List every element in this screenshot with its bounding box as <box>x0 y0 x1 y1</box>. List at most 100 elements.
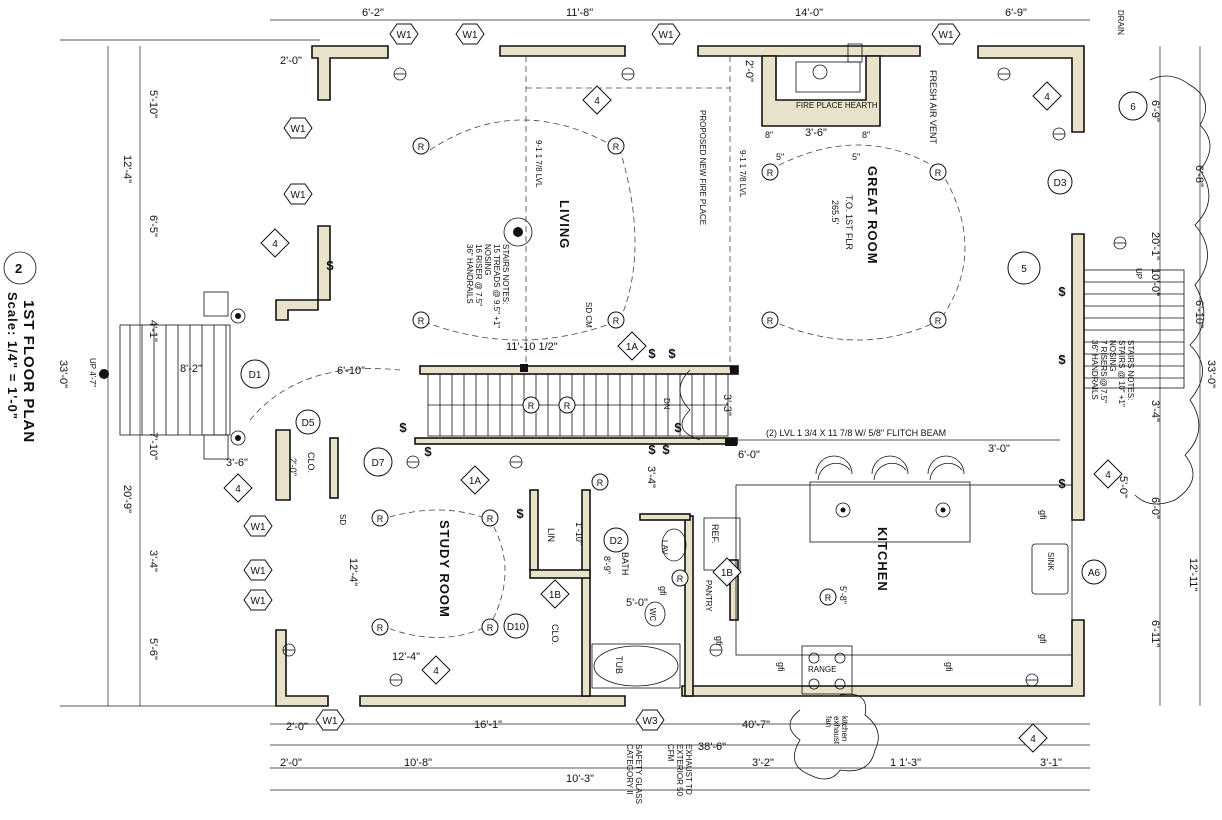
dim-bottom-16-1: 16'-1" <box>474 719 502 731</box>
dim-inner: 8'-9" <box>602 556 612 574</box>
switch: $ <box>424 444 432 459</box>
gfi-label: gfi <box>944 662 954 672</box>
window-tag-label: W1 <box>323 716 338 727</box>
gfi-label: gfi <box>714 636 724 646</box>
exterior-light <box>230 308 246 324</box>
window-tag-label: W3 <box>643 716 658 727</box>
switch: $ <box>662 442 670 457</box>
switch: $ <box>516 506 524 521</box>
partition-bath-left <box>581 489 591 697</box>
wall-top-left <box>311 45 389 101</box>
dim-top-3: 14'-0" <box>795 7 823 19</box>
kitchen-island <box>735 455 1073 656</box>
entry-stair <box>119 291 231 460</box>
stairs-note-right-4: 7 RISERS @ 7.5" <box>1099 340 1108 403</box>
receptacle-label: R <box>487 623 494 633</box>
gfi-label: gfi <box>1038 634 1048 644</box>
stairs-note-left-1: STAIRS NOTES: <box>501 244 510 304</box>
lvl-note-2: 9-1 1 7/8 LVL <box>738 150 747 198</box>
partition-stair-bottom <box>414 437 738 445</box>
section-tag-label: 4 <box>1030 734 1036 745</box>
dim-inner: 5" <box>776 152 784 162</box>
landscape-bottom <box>789 693 879 780</box>
dims-inner: 2'-0" 2'-0" 3'-6" 8" 8" 5" 5" 11'-10 1/2… <box>180 55 1129 733</box>
dim-left-5: 33'-0" <box>57 360 69 388</box>
room-pantry: PANTRY <box>704 580 713 612</box>
room-lin: LIN <box>546 528 556 542</box>
dim-inner: 8" <box>765 130 773 140</box>
landscape-stair <box>679 369 701 441</box>
section-tag: 4 <box>1032 81 1062 111</box>
light-fixture <box>509 455 523 469</box>
dim-inner: 6'-0" <box>738 449 760 461</box>
receptacle: R <box>412 311 430 329</box>
window-tag: W1 <box>455 23 485 45</box>
dim-bottom-2-0: 2'-0" <box>280 757 302 769</box>
receptacle-label: R <box>418 142 425 152</box>
stairs-note-right-3: NOSING <box>1108 340 1117 372</box>
switch: $ <box>1058 284 1066 299</box>
window-tag-label: W1 <box>251 596 266 607</box>
receptacle-label: R <box>935 168 942 178</box>
dim-top-2: 11'-8" <box>566 7 593 19</box>
window-tag-label: W1 <box>397 30 412 41</box>
door-tag-label: D2 <box>610 536 623 547</box>
window-tag-label: W1 <box>291 124 306 135</box>
ceiling-fan <box>503 217 533 247</box>
dims-top: 6'-2" 11'-8" 14'-0" 6'-9" <box>362 7 1027 19</box>
wall-fireplace <box>761 55 881 127</box>
room-living: LIVING <box>557 200 572 249</box>
light-fixture <box>997 67 1011 81</box>
receptacle: R <box>607 311 625 329</box>
switch: $ <box>648 442 656 457</box>
stairs-note-left-5: 36" HANDRAILS <box>465 244 474 304</box>
up-main: UP 4'-7" <box>88 358 97 387</box>
window-tag-w3: W3 <box>635 709 665 731</box>
receptacle: R <box>819 588 837 606</box>
stairs-note-left-4: 16 RISER @ 7.5" <box>474 244 483 306</box>
room-sink: SINK <box>1046 552 1055 571</box>
section-tag: 4 <box>260 228 290 258</box>
sd-cm: SD CM <box>584 302 593 328</box>
gfi-label: gfi <box>1038 510 1048 520</box>
dim-top-1: 6'-2" <box>362 7 384 19</box>
window-tag: W1 <box>389 23 419 45</box>
exterior-walls <box>275 45 1085 707</box>
dim-inner: 5'-0" <box>626 597 648 609</box>
receptacle: R <box>522 396 540 414</box>
entry-point <box>99 369 109 379</box>
dims-bottom: 16'-1" 40'-7" 38'-6" 2'-0" 10'-8" 3'-2" … <box>280 719 1062 785</box>
fireplace <box>795 43 863 93</box>
light-fixture <box>1113 236 1127 250</box>
light-fixture <box>282 643 296 657</box>
door-tag-label: D3 <box>1054 178 1067 189</box>
dim-bottom-3-1: 3'-1" <box>1040 757 1062 769</box>
switches: $$$$$$$$$$$$ <box>326 258 1066 521</box>
dim-inner: 2'-0" <box>288 458 298 476</box>
receptacle-label: R <box>767 168 774 178</box>
dim-inner: 1'-10" <box>574 522 584 545</box>
receptacle-label: R <box>677 574 684 584</box>
receptacle-label: R <box>613 316 620 326</box>
sheet-number: 2 <box>15 261 23 276</box>
title-block: 2 1ST FLOOR PLAN Scale: 1/4" = 1'-0" <box>3 251 37 443</box>
receptacle-label: R <box>613 142 620 152</box>
dim-right-4: 10'-0" <box>1149 268 1161 296</box>
window-tag: W1 <box>243 515 273 537</box>
window-tag: W1 <box>651 23 681 45</box>
dim-bottom-3-2: 3'-2" <box>752 757 774 769</box>
gfi-label: gfi <box>658 586 668 596</box>
window-tag-label: W1 <box>939 30 954 41</box>
door-tag: D1 <box>240 359 270 389</box>
section-tag: 4 <box>1018 723 1048 753</box>
room-ref: REF. <box>710 524 720 544</box>
safety-note-1: SAFETY GLASS <box>634 744 643 804</box>
door-tag: 6 <box>1118 91 1148 121</box>
flitch-beam-note: (2) LVL 1 3/4 X 11 7/8 W/ 5/8" FLITCH BE… <box>766 428 946 438</box>
section-tag-label: 4 <box>272 239 278 250</box>
light-fixture <box>709 643 723 657</box>
wall-right-mid <box>1071 233 1085 521</box>
